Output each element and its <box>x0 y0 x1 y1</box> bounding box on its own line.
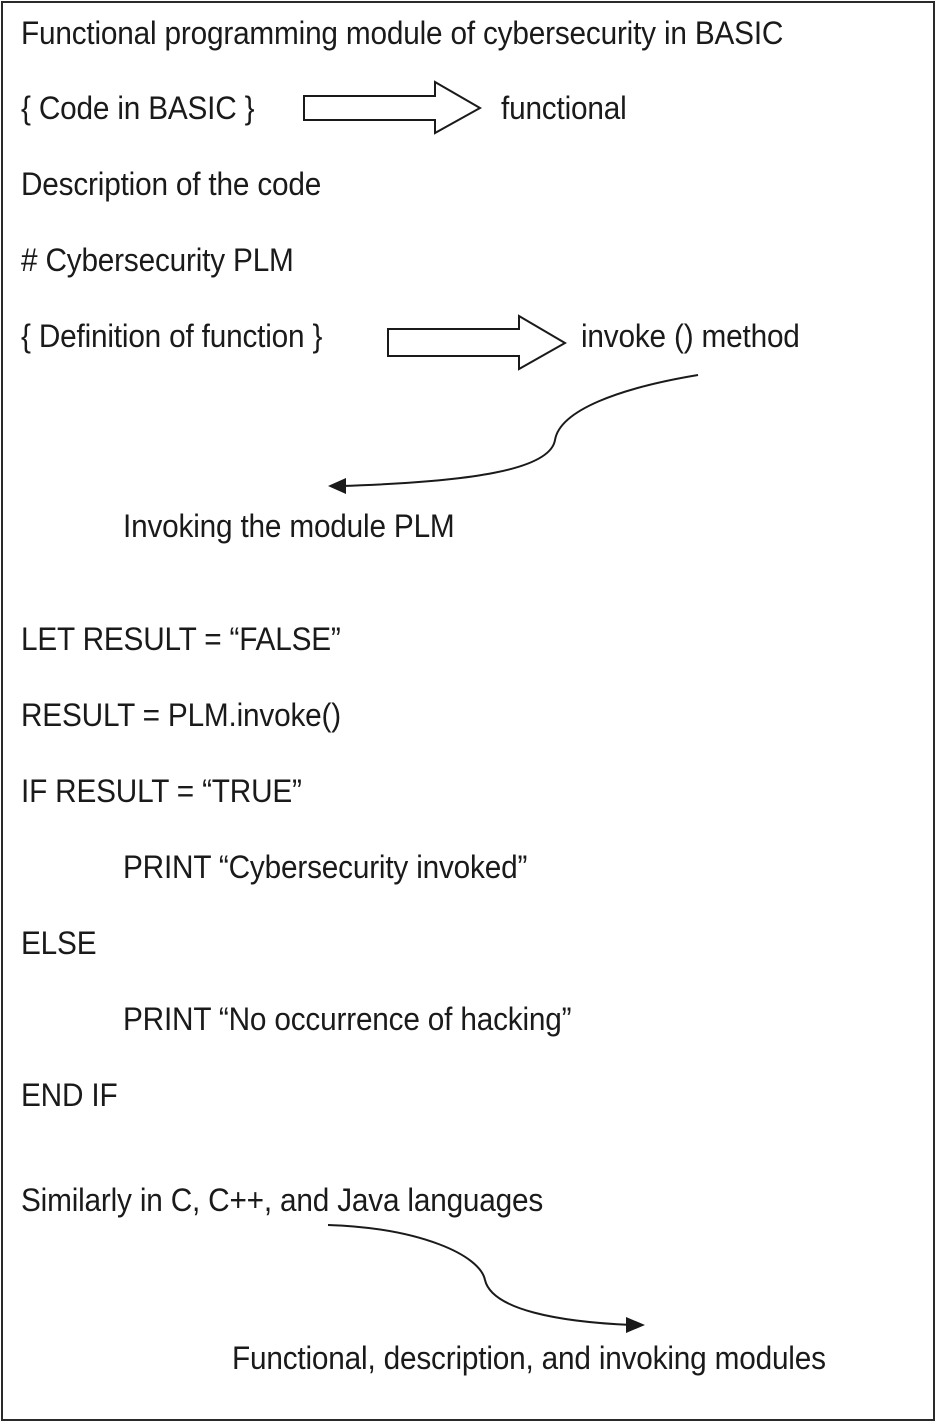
invoke-method-label: invoke () method <box>581 318 800 354</box>
block-arrow-invoke-icon <box>387 314 568 371</box>
description-label: Description of the code <box>21 166 322 202</box>
code-line-end-if: END IF <box>21 1077 118 1113</box>
code-in-basic-label: { Code in BASIC } <box>21 90 255 126</box>
curved-arrow-invoking-icon <box>339 374 699 487</box>
conclusion-label: Functional, description, and invoking mo… <box>232 1340 826 1376</box>
curved-arrow-conclusion-icon <box>327 1224 633 1326</box>
invoking-module-label: Invoking the module PLM <box>123 508 455 544</box>
curved-arrow-invoking-head-icon <box>328 478 346 494</box>
functional-label: functional <box>501 90 627 126</box>
code-line-if: IF RESULT = “TRUE” <box>21 773 302 809</box>
code-line-print-invoked: PRINT “Cybersecurity invoked” <box>123 849 528 885</box>
code-line-let: LET RESULT = “FALSE” <box>21 621 341 657</box>
diagram-title: Functional programming module of cyberse… <box>21 15 784 51</box>
curved-arrow-conclusion-head-icon <box>626 1317 645 1333</box>
block-arrow-functional-icon <box>303 80 483 135</box>
code-line-else: ELSE <box>21 925 97 961</box>
similarly-label: Similarly in C, C++, and Java languages <box>21 1182 544 1218</box>
code-line-print-no-hacking: PRINT “No occurrence of hacking” <box>123 1001 572 1037</box>
definition-of-function-label: { Definition of function } <box>21 318 323 354</box>
code-line-invoke: RESULT = PLM.invoke() <box>21 697 341 733</box>
comment-label: # Cybersecurity PLM <box>21 242 294 278</box>
